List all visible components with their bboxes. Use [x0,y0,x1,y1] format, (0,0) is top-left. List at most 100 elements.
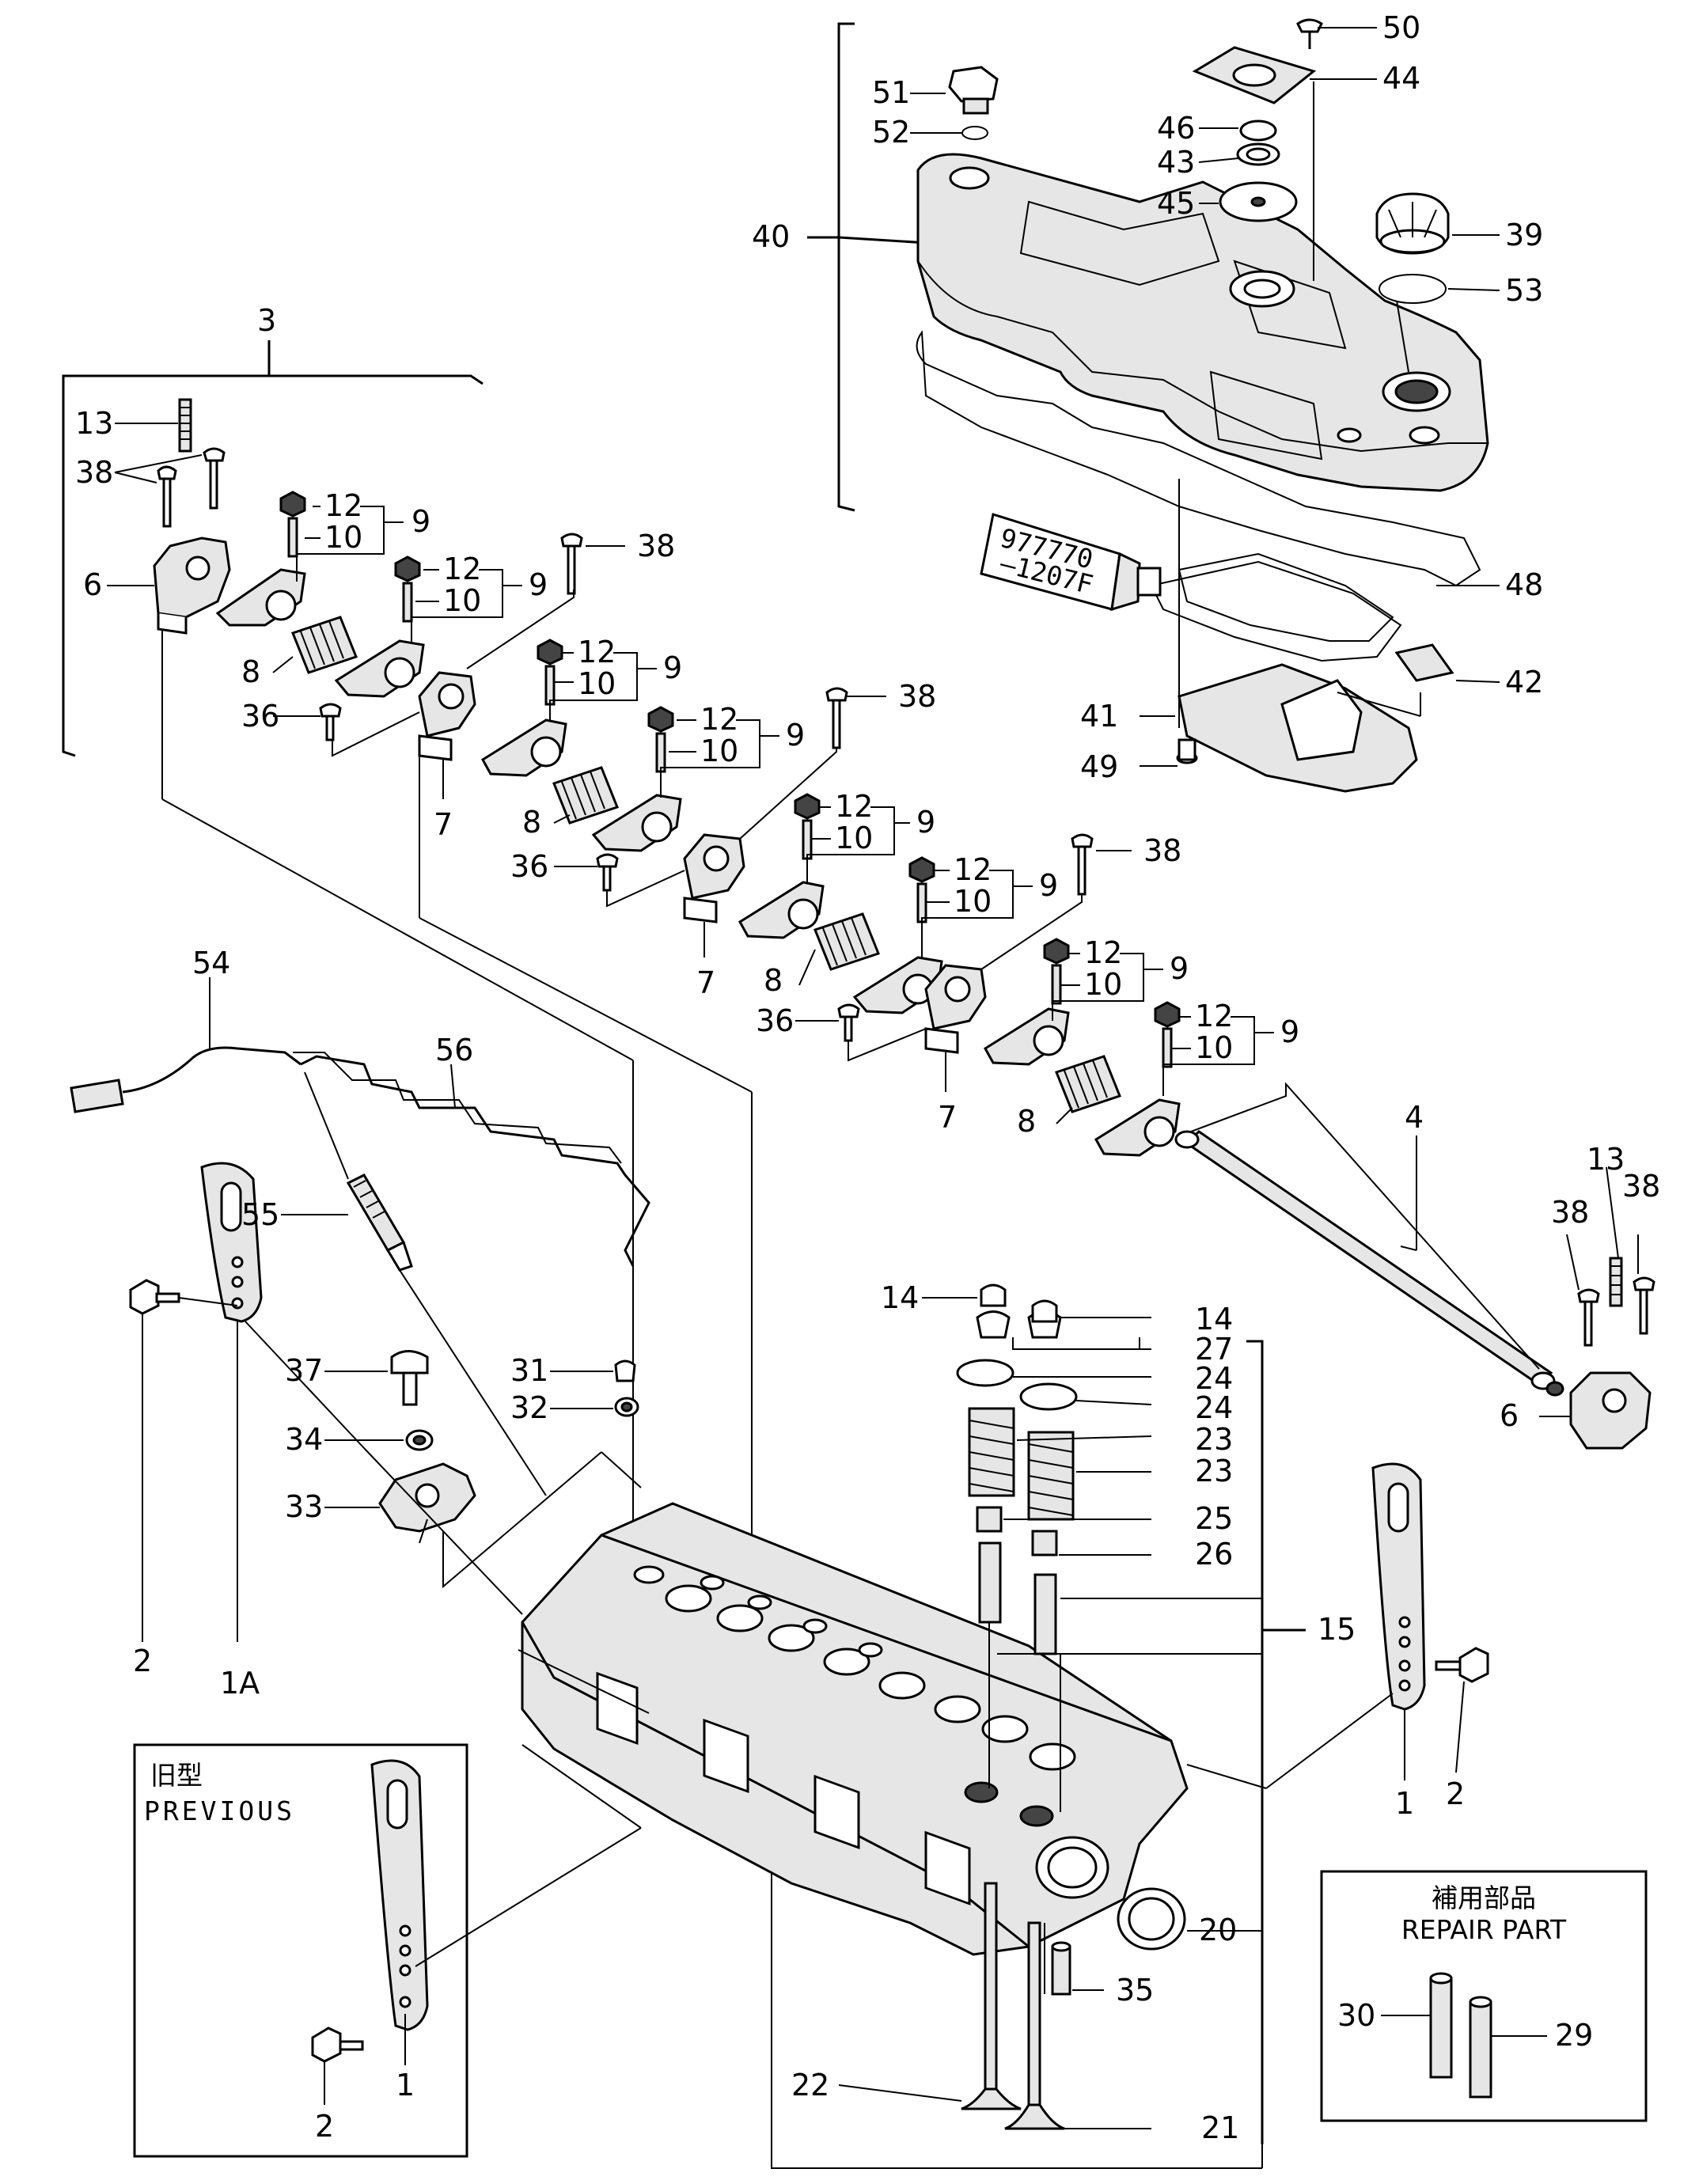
callout-2: 2 [133,1644,152,1678]
callout-7: 7 [434,807,453,842]
callout-38: 38 [898,679,936,714]
adjusting-screw [794,793,821,860]
glow-plug-connector [70,1079,124,1113]
callout-35: 35 [1116,1973,1154,2008]
washer [405,1429,434,1451]
callout-51: 51 [872,75,910,110]
callout-45: 45 [1157,186,1195,221]
callout-9: 9 [1280,1014,1299,1049]
bolt [129,1279,180,1315]
washer [614,1397,639,1417]
callout-9: 9 [411,504,430,539]
bolt [596,853,619,892]
callout-2: 2 [1446,1776,1465,1811]
bolt [157,465,177,528]
callout-13: 13 [75,406,113,441]
valve-cotter [976,1310,1011,1339]
rocker-arm [1094,1098,1181,1157]
repair-part-box: 補用部品 REPAIR PART [1320,1870,1648,2122]
callout-31: 31 [510,1353,548,1388]
callout-34: 34 [285,1422,323,1457]
adjusting-screw [908,856,935,923]
callout-46: 46 [1157,111,1195,146]
lifting-eye [370,1759,429,2031]
bolt [560,533,583,595]
screw [1296,18,1323,33]
callout-23: 23 [1195,1454,1233,1488]
rocker-arm [738,881,825,939]
callout-12: 12 [443,552,481,586]
callout-38: 38 [75,455,113,490]
rocker-arm [983,1007,1070,1066]
valve-guide [1033,1573,1057,1655]
stud [178,398,192,453]
rocker-support [418,671,476,761]
callout-20: 20 [1199,1913,1237,1947]
callout-8: 8 [764,963,783,998]
callout-12: 12 [1084,935,1122,970]
callout-3: 3 [257,303,276,338]
callout-9: 9 [786,718,805,753]
connection-lines [161,629,753,1551]
callout-1: 1 [396,2068,415,2102]
bolt [825,687,848,749]
callout-32: 32 [510,1390,548,1425]
valve-cap [980,1283,1007,1307]
valve-spring [968,1407,1015,1497]
callout-41: 41 [1080,699,1118,734]
bolt [1633,1276,1655,1335]
callout-9: 9 [529,567,548,602]
callout-12: 12 [700,702,738,737]
repair-title-jp: 補用部品 [1432,1883,1536,1913]
glow-plug-wire [300,1055,650,1267]
callout-26: 26 [1195,1537,1233,1572]
callout-8: 8 [1017,1104,1036,1139]
callout-55: 55 [241,1197,279,1232]
callout-15: 15 [1318,1612,1356,1647]
callout-30: 30 [1337,1998,1375,2033]
callout-1: 1 [1395,1786,1414,1821]
rocker-support [924,964,987,1054]
callout-10: 10 [578,666,616,701]
callout-10: 10 [835,821,873,855]
bolt [203,447,226,510]
rocker-arm-group [62,340,1655,1450]
bolt [390,1350,429,1406]
cover-gasket [916,330,1481,587]
rocker-cover-group: 977770 –1207F [807,18,1500,793]
valve-guide [1469,1996,1492,2099]
adjusting-screw [279,491,306,558]
lifting-eye [200,1162,263,1323]
callout-38: 38 [1143,833,1181,868]
breather-ring [1239,119,1277,142]
callout-24: 24 [1195,1361,1233,1396]
valve-exhaust [961,1882,1022,2110]
callout-10: 10 [700,734,738,768]
callout-12: 12 [1195,999,1233,1033]
shaft-plug [1545,1381,1564,1397]
callout-9: 9 [1170,951,1189,986]
callout-10: 10 [1195,1030,1233,1065]
callout-36: 36 [756,1003,794,1038]
callout-13: 13 [1587,1142,1625,1177]
callout-12: 12 [954,852,992,887]
callout-2: 2 [315,2109,334,2144]
stem-seal [976,1506,1003,1533]
callout-53: 53 [1505,273,1543,308]
callout-52: 52 [872,115,910,150]
bolt [1071,833,1094,896]
callout-56: 56 [435,1033,473,1067]
callout-42: 42 [1505,665,1543,700]
callout-14: 14 [881,1280,919,1315]
callout-labels: 50 44 51 52 46 43 45 39 53 40 48 42 41 4… [75,10,1660,2145]
callout-7: 7 [696,965,715,1000]
bolt [1577,1288,1600,1347]
callout-48: 48 [1505,567,1543,602]
small-block [1394,643,1454,682]
callout-9: 9 [1039,868,1058,903]
callout-10: 10 [324,520,362,555]
callout-12: 12 [324,488,362,523]
plug [948,66,999,103]
callout-44: 44 [1382,61,1420,96]
adjusting-screw [537,639,563,706]
